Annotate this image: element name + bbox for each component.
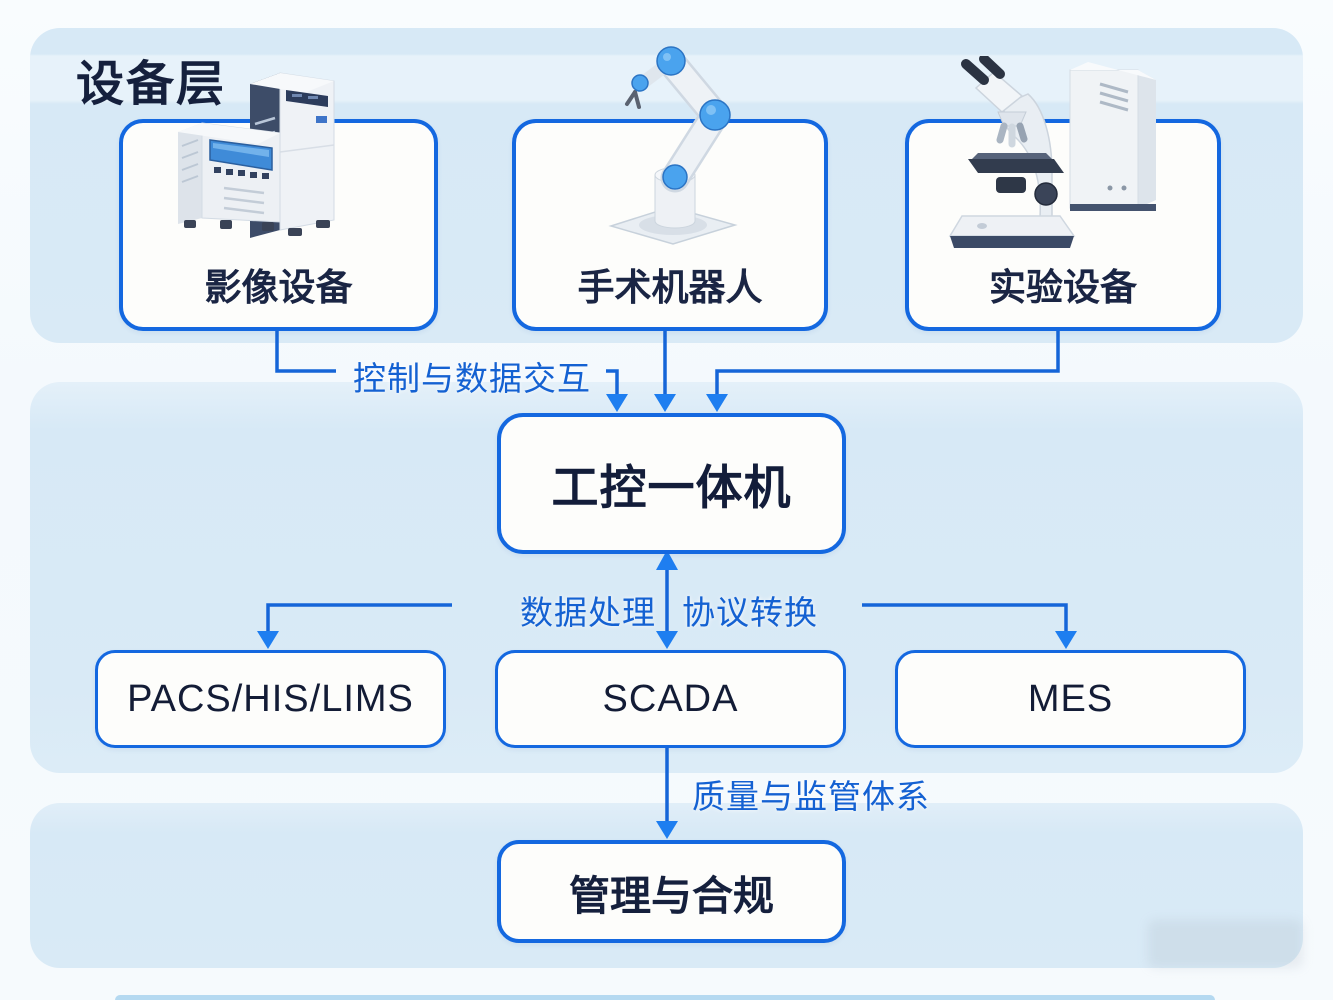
pacs-label: PACS/HIS/LIMS <box>127 677 414 720</box>
edge-label-control-data: 控制与数据交互 <box>353 360 591 397</box>
device-layer-title: 设备层 <box>76 58 227 111</box>
next-panel-edge <box>115 995 1215 1000</box>
node-scada: SCADA <box>495 650 846 748</box>
scada-label: SCADA <box>602 677 739 720</box>
edge-label-data-processing: 数据处理 <box>520 594 656 631</box>
edge-label-quality-regulation: 质量与监管体系 <box>692 778 930 815</box>
watermark-smudge <box>1148 920 1303 968</box>
surgical-robot-label: 手术机器人 <box>577 267 763 308</box>
edge-label-protocol-conversion: 协议转换 <box>682 594 818 631</box>
lab-equipment-label: 实验设备 <box>989 267 1137 308</box>
node-mes: MES <box>895 650 1246 748</box>
node-pacs-his-lims: PACS/HIS/LIMS <box>95 650 446 748</box>
ipc-label: 工控一体机 <box>551 461 792 514</box>
compliance-label: 管理与合规 <box>569 872 774 919</box>
node-compliance: 管理与合规 <box>497 840 846 943</box>
imaging-device-label: 影像设备 <box>204 267 353 308</box>
lab-equipment-icon <box>948 56 1156 248</box>
surgical-robot-icon <box>608 46 738 245</box>
node-ipc: 工控一体机 <box>497 413 846 554</box>
imaging-device-icon <box>178 72 335 238</box>
mes-label: MES <box>1027 677 1114 720</box>
